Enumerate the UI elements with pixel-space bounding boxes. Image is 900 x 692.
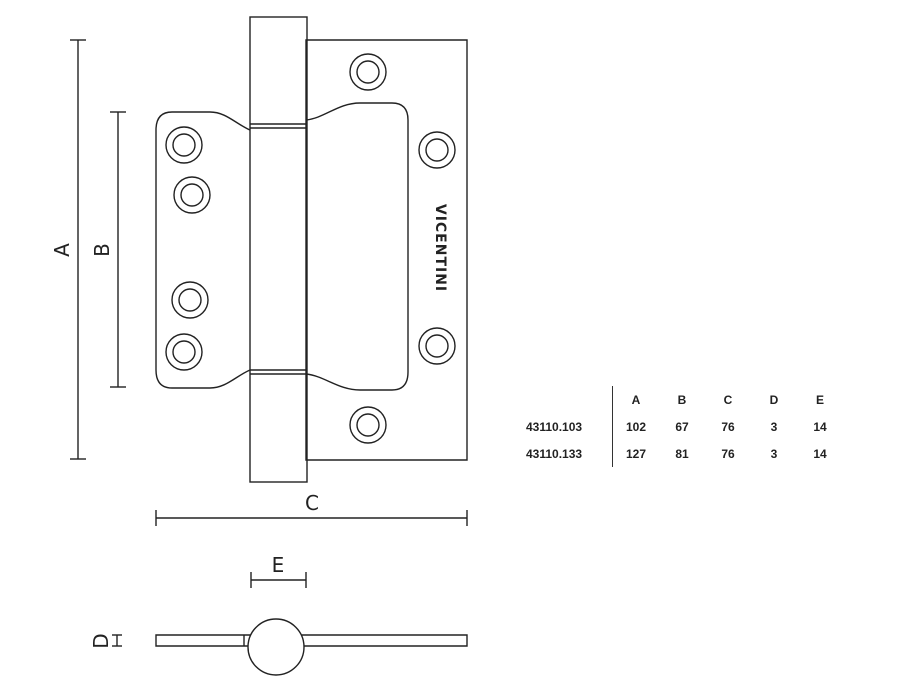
- table-cell: 3: [770, 419, 778, 434]
- dimension-d: [112, 634, 122, 647]
- screw-hole: [165, 126, 203, 164]
- hinge-barrel: [249, 16, 308, 483]
- table-row: 43110.133 127 81 76 3 14: [520, 440, 843, 467]
- spec-table-header-row: A B C D E: [520, 386, 843, 413]
- hinge-section-view: [155, 618, 468, 676]
- product-code: 43110.133: [526, 446, 583, 461]
- inner-leaf-plate: [155, 111, 251, 389]
- dimension-d-label: D: [89, 633, 113, 648]
- leaf-cutout-outline: [305, 102, 409, 391]
- table-cell: 14: [813, 419, 827, 434]
- screw-hole: [349, 53, 387, 91]
- table-cell: 14: [813, 446, 827, 461]
- spec-table-header: B: [677, 392, 687, 407]
- table-cell: 67: [675, 419, 689, 434]
- table-cell: 76: [721, 419, 735, 434]
- table-cell: 76: [721, 446, 735, 461]
- spec-table-header: C: [723, 392, 733, 407]
- spec-table-header: A: [612, 386, 659, 413]
- table-row: 43110.103 102 67 76 3 14: [520, 413, 843, 440]
- spec-table-corner: [520, 386, 613, 413]
- spec-table-header: D: [769, 392, 779, 407]
- screw-hole: [418, 131, 456, 169]
- outer-leaf-plate: [305, 39, 468, 461]
- dimension-e: [250, 572, 307, 588]
- screw-hole: [171, 281, 209, 319]
- spec-table-header: E: [815, 392, 824, 407]
- table-cell: 127: [612, 440, 659, 467]
- dimension-c: [155, 510, 468, 526]
- product-code: 43110.103: [526, 419, 583, 434]
- dimension-b: [110, 111, 126, 388]
- dimension-b-label: B: [90, 243, 114, 257]
- dimension-a-label: A: [50, 243, 74, 257]
- table-cell: 81: [675, 446, 689, 461]
- dimension-e-label: E: [272, 553, 285, 577]
- brand-logo: VICENTINI: [432, 204, 448, 292]
- dimension-a: [70, 39, 86, 460]
- screw-hole: [165, 333, 203, 371]
- spec-table: A B C D E 43110.103 102 67 76 3 14 43110…: [520, 386, 843, 467]
- table-cell: 102: [612, 413, 659, 440]
- screw-hole: [418, 327, 456, 365]
- screw-hole: [349, 406, 387, 444]
- screw-hole: [173, 176, 211, 214]
- dimension-c-label: C: [305, 491, 319, 515]
- table-cell: 3: [770, 446, 778, 461]
